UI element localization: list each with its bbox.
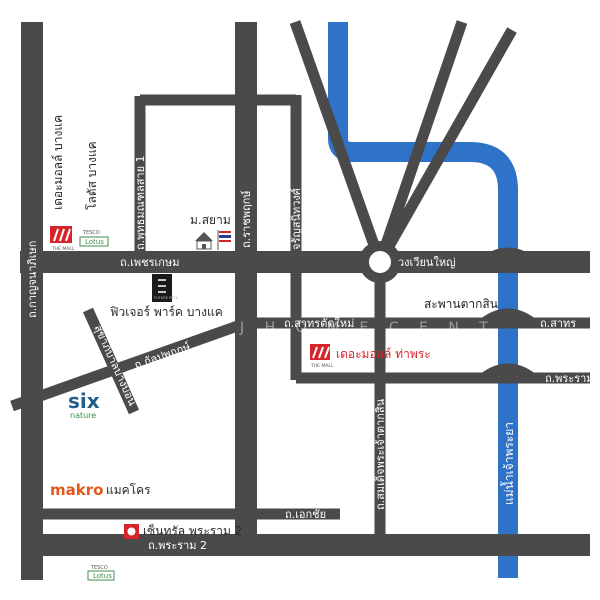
siam-university-icon — [195, 230, 231, 250]
label-phetkasem: ถ.เพชรเกษม — [120, 256, 179, 269]
road-network — [10, 20, 590, 580]
label-the-mall-thapra: เดอะมอลล์ ท่าพระ — [336, 347, 431, 361]
label-lotus-bangkhae: โลตัส บางแค — [85, 141, 99, 210]
bridge-sathorn — [480, 308, 536, 328]
label-sathorn: ถ.สาทร — [540, 317, 576, 330]
the-mall-logo-text: THE MALL — [51, 246, 75, 252]
the-mall-thapra-logo-text: THE MALL — [310, 363, 334, 369]
lotus-logo-rama-2: TESCO Lotus — [87, 565, 115, 581]
the-mall-logo-thapra: THE MALL — [310, 344, 334, 369]
label-phutthamonthon-1: ถ.พุทธมณฑลสาย 1 — [134, 155, 147, 250]
label-charan-sanitwong: จรัญสนิทวงศ์ — [290, 188, 303, 250]
the-mall-logo-bangkhae: THE MALL — [50, 226, 75, 252]
label-central-rama-2: เซ็นทรัล พระราม 2 — [143, 523, 242, 538]
road-diagonal-northeast-1 — [374, 20, 468, 264]
makro-logo: makro — [50, 481, 103, 499]
wongwian-yai-circle — [359, 241, 401, 283]
road-diagonal-northeast-2 — [375, 27, 517, 265]
bridges — [480, 247, 536, 383]
label-ekkachai: ถ.เอกชัย — [285, 508, 326, 521]
bridge-phetkasem — [480, 247, 536, 267]
lotus-logo-top-text: TESCO — [82, 230, 100, 236]
label-somdet-phra-chao-taksin: ถ.สมเด็จพระเจ้าตากสิน — [373, 398, 387, 510]
six-nature-logo-top: six — [68, 389, 100, 413]
label-ratchaphruek: ถ.ราชพฤกษ์ — [240, 190, 253, 248]
label-sathorn-tat-mai: ถ.สาทรตัดใหม่ — [284, 317, 354, 330]
bridge-rama-3 — [480, 363, 536, 383]
future-park-logo-text: FUTURE PARK — [154, 296, 179, 300]
lotus-rama2-top-text: TESCO — [90, 565, 108, 571]
label-chao-phraya-river: แม่น้ำเจ้าพระยา — [500, 422, 516, 505]
label-makro: แมคโคร — [106, 483, 151, 497]
label-the-mall-bangkhae: เดอะมอลล์ บางแค — [51, 115, 65, 210]
road-diagonal-northwest — [289, 20, 386, 264]
future-park-logo: FUTURE PARK — [152, 274, 179, 302]
label-rama-2: ถ.พระราม 2 — [148, 539, 207, 552]
label-siam-university: ม.สยาม — [190, 213, 231, 227]
lotus-logo-bangkhae: TESCO Lotus — [79, 230, 109, 247]
label-wongwian-yai: วงเวียนใหญ่ — [398, 256, 455, 269]
lotus-logo-text: Lotus — [85, 238, 104, 246]
lotus-rama2-text: Lotus — [93, 572, 112, 580]
watermark: J H O M E C E N T — [239, 320, 496, 336]
label-taksin-bridge: สะพานตากสิน — [424, 297, 498, 311]
road-kalpaphruek — [10, 317, 248, 412]
road-sukhaphiban-bangbon — [82, 307, 140, 415]
label-kalpaphruek: ถ.กัลปพฤกษ์ — [133, 340, 193, 372]
central-logo — [124, 524, 139, 539]
label-rama-3: ถ.พระราม 3 — [545, 372, 600, 385]
label-kanchanaphisek: ถ.กาญจนาภิเษก — [26, 241, 39, 318]
label-future-park: ฟิวเจอร์ พาร์ค บางแค — [110, 305, 223, 319]
six-nature-logo-bottom: nature — [70, 411, 96, 420]
